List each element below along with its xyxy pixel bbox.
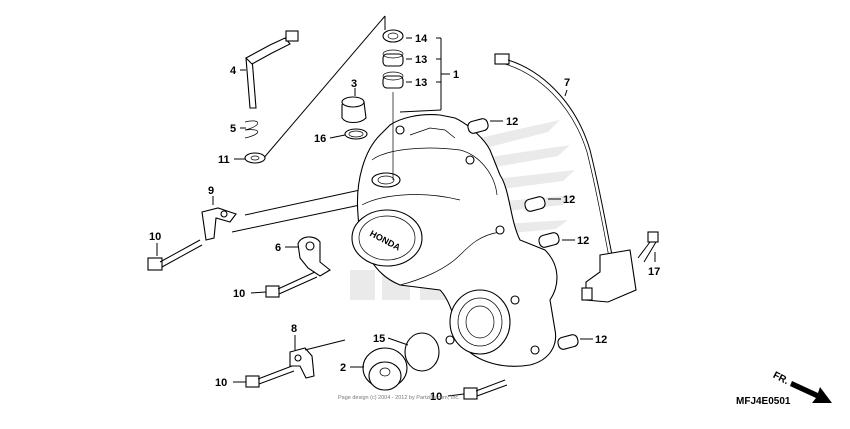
- wire-guide-8: [289, 339, 346, 379]
- dowel-pins: [467, 118, 579, 350]
- clamp-bracket-9: [201, 207, 237, 241]
- diagram-code: MFJ4E0501: [736, 396, 791, 407]
- timing-hole-cap: [362, 347, 408, 391]
- oil-seals-stack: [382, 29, 404, 180]
- callout-2: 2: [340, 362, 346, 374]
- o-ring-15: [404, 332, 440, 372]
- wire-clamp-6: [297, 236, 331, 277]
- callout-7: 7: [564, 77, 570, 89]
- oil-filler-cap: [341, 96, 368, 140]
- callout-16: 16: [314, 133, 326, 145]
- sensor-wire-harness: [494, 53, 637, 303]
- callout-5: 5: [230, 123, 236, 135]
- callout-8: 8: [291, 323, 297, 335]
- callout-12-d: 12: [595, 334, 607, 346]
- bolt-17: [637, 231, 659, 263]
- callout-3: 3: [351, 78, 357, 90]
- callout-6: 6: [275, 242, 281, 254]
- callout-12-b: 12: [563, 194, 575, 206]
- clutch-lifter-arm: [244, 30, 299, 164]
- bolt-10-left-lower: [245, 365, 295, 388]
- callout-leaders: [156, 37, 656, 397]
- callout-15: 15: [373, 333, 385, 345]
- callout-13-upper: 13: [415, 54, 427, 66]
- callout-12-c: 12: [577, 235, 589, 247]
- callout-10-lower: 10: [215, 377, 227, 389]
- callout-11: 11: [218, 154, 230, 166]
- callout-9: 9: [208, 185, 214, 197]
- callout-10-upper: 10: [149, 231, 161, 243]
- callout-13-lower: 13: [415, 77, 427, 89]
- callout-17: 17: [648, 266, 660, 278]
- bolt-10-left-middle: [265, 271, 318, 298]
- callout-10-bottom: 10: [430, 391, 442, 403]
- assembly-outline-lines: [231, 15, 386, 233]
- callout-12-a: 12: [506, 116, 518, 128]
- bolt-10-lower-center: [463, 379, 508, 400]
- front-direction-arrow-icon: [790, 381, 832, 403]
- callout-1: 1: [453, 69, 459, 81]
- callout-labels: 14 13 13 1 3 16 4 5 11 9 10 6 10 8 10 2 …: [149, 33, 660, 403]
- copyright-notice: Page design (c) 2004 - 2012 by Partzilla…: [338, 395, 460, 401]
- bolt-10-left-upper: [147, 239, 203, 271]
- callout-14: 14: [415, 33, 428, 45]
- callout-10-middle: 10: [233, 288, 245, 300]
- right-crankcase-cover: HONDA: [351, 114, 558, 367]
- callout-4: 4: [230, 65, 237, 77]
